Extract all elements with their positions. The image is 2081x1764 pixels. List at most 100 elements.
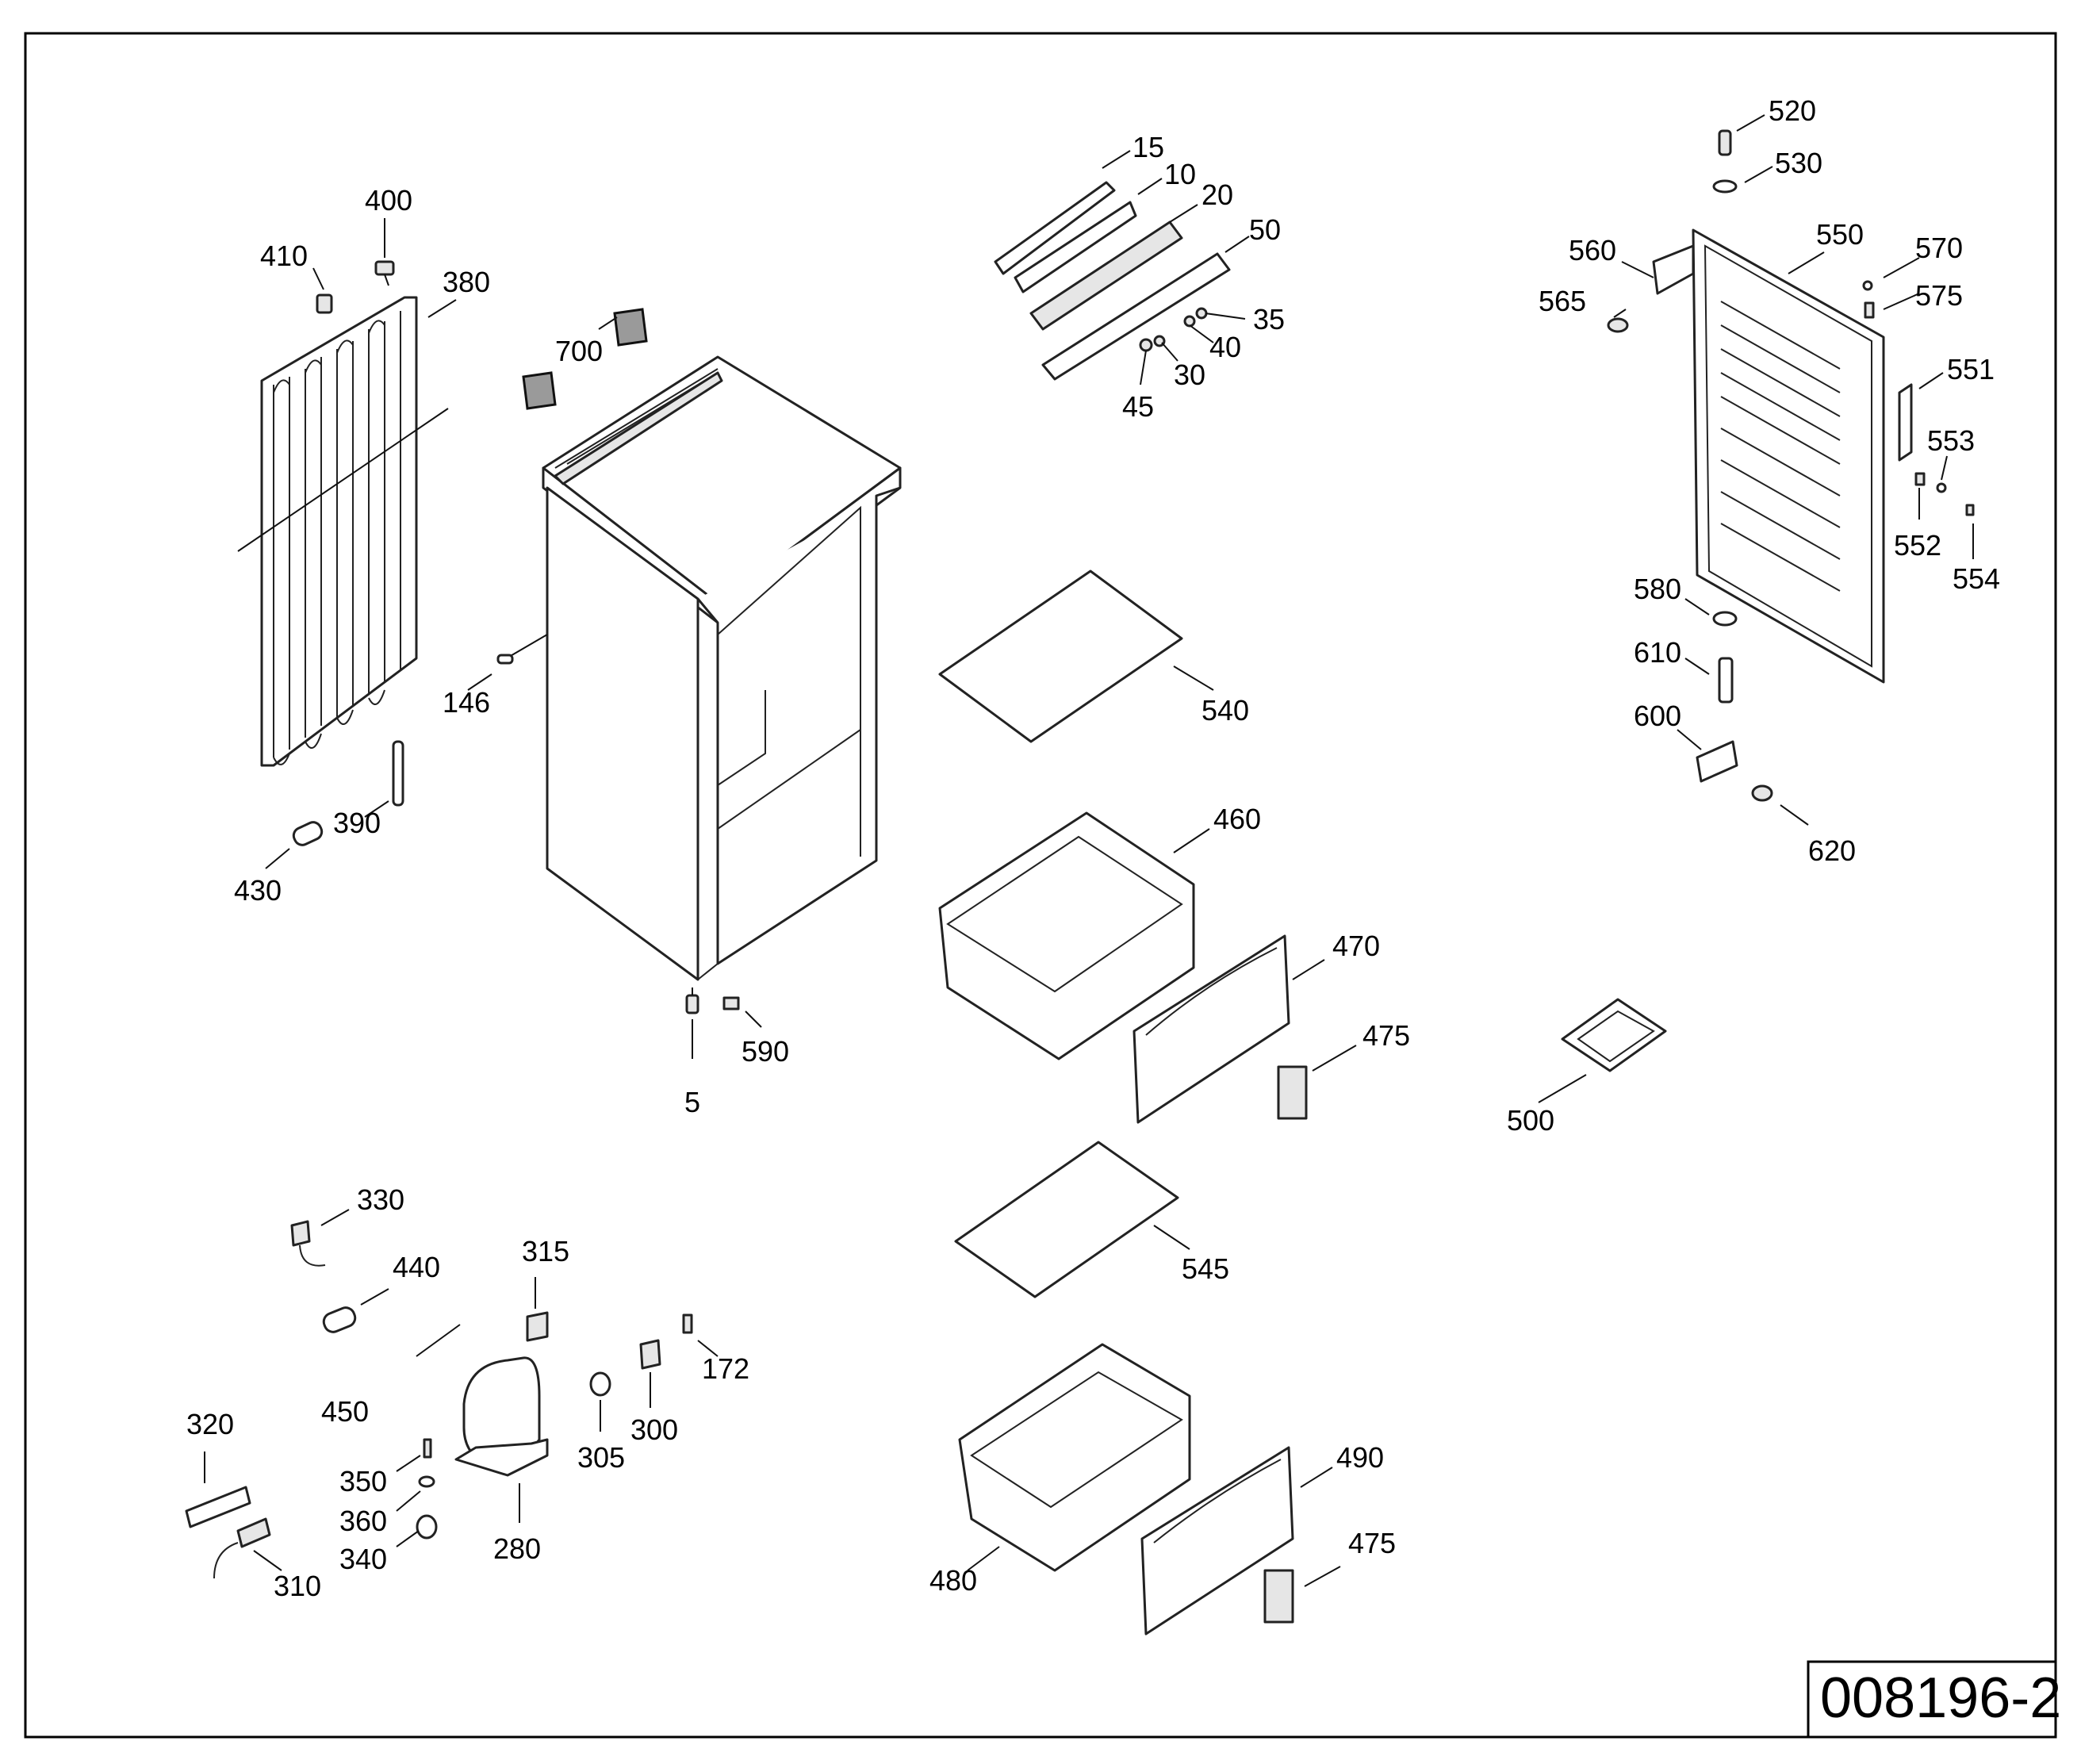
label-20: 20 <box>1201 178 1233 211</box>
label-40: 40 <box>1209 331 1241 363</box>
label-565: 565 <box>1539 285 1586 317</box>
power-cord-330 <box>290 1220 326 1267</box>
label-310: 310 <box>274 1570 321 1602</box>
condenser-coil <box>237 296 449 767</box>
sleeve-430 <box>292 821 324 846</box>
label-570: 570 <box>1915 232 1963 264</box>
cap-570 <box>1862 280 1873 291</box>
shim-590 <box>722 996 740 1010</box>
label-320: 320 <box>186 1408 234 1440</box>
leader-lines <box>204 114 1974 1587</box>
pin-610 <box>1718 657 1734 704</box>
screw-575 <box>1864 301 1875 319</box>
washer-530 <box>1712 179 1738 194</box>
label-540: 540 <box>1201 694 1249 727</box>
label-520: 520 <box>1769 94 1816 127</box>
clip-410 <box>316 293 333 314</box>
label-580: 580 <box>1634 573 1681 605</box>
glass-shelf-545 <box>954 1141 1179 1298</box>
hinge-600 <box>1696 740 1738 783</box>
part-labels: 15 10 20 50 35 40 30 45 400 410 380 700 … <box>186 94 2000 1602</box>
label-440: 440 <box>393 1251 440 1283</box>
screw-552 <box>1914 472 1926 486</box>
tube-450 <box>416 1324 461 1357</box>
label-172: 172 <box>702 1352 749 1385</box>
label-30: 30 <box>1174 359 1205 391</box>
cabinet <box>542 355 902 981</box>
overload-310 <box>213 1517 271 1579</box>
drawing-number: 008196-2 <box>1820 1666 2061 1730</box>
drawer-460 <box>938 811 1195 1060</box>
drain-plug-146 <box>496 634 548 665</box>
label-552: 552 <box>1894 529 1941 562</box>
label-350: 350 <box>339 1465 387 1497</box>
screw-565 <box>1607 317 1629 333</box>
drawer-front-470 <box>1132 934 1290 1124</box>
screw-620 <box>1751 784 1773 802</box>
washer-360 <box>418 1475 435 1488</box>
label-553: 553 <box>1927 424 1975 457</box>
bracket-320 <box>185 1486 251 1528</box>
screw-400 <box>374 260 395 286</box>
label-10: 10 <box>1164 158 1196 190</box>
grommet-305 <box>589 1371 611 1397</box>
label-620: 620 <box>1808 834 1856 867</box>
clip-554 <box>1965 504 1975 516</box>
clip-172 <box>682 1313 693 1334</box>
label-560: 560 <box>1569 234 1616 267</box>
label-410: 410 <box>260 240 308 272</box>
label-5: 5 <box>684 1086 700 1118</box>
label-146: 146 <box>443 686 490 719</box>
label-475-b: 475 <box>1348 1527 1396 1559</box>
handle-551 <box>1898 383 1913 462</box>
label-700: 700 <box>555 335 603 367</box>
label-400: 400 <box>365 184 412 217</box>
drawer-front-490 <box>1140 1446 1294 1636</box>
label-430: 430 <box>234 874 282 907</box>
drawer-480 <box>958 1343 1191 1572</box>
label-390: 390 <box>333 807 381 839</box>
hinge-560 <box>1652 244 1695 295</box>
bushing-580 <box>1712 611 1738 627</box>
label-545: 545 <box>1182 1252 1229 1285</box>
lamp-cover-700 <box>522 308 648 410</box>
label-500: 500 <box>1507 1104 1554 1137</box>
cap-553 <box>1936 482 1947 493</box>
label-600: 600 <box>1634 700 1681 732</box>
label-15: 15 <box>1132 131 1164 163</box>
drawing-number-box: 008196-2 <box>1807 1660 2061 1739</box>
label-45: 45 <box>1122 390 1154 423</box>
ice-tray-500 <box>1561 998 1667 1072</box>
label-610: 610 <box>1634 636 1681 669</box>
label-50: 50 <box>1249 213 1281 246</box>
label-475-lower <box>1263 1569 1294 1624</box>
label-300: 300 <box>630 1413 678 1446</box>
thermostat-assembly <box>994 181 1231 381</box>
glass-shelf-540 <box>938 569 1183 743</box>
label-460: 460 <box>1213 803 1261 835</box>
label-35: 35 <box>1253 303 1285 336</box>
label-360: 360 <box>339 1505 387 1537</box>
sleeve-440 <box>322 1306 357 1333</box>
label-575: 575 <box>1915 279 1963 312</box>
relay-300 <box>639 1339 661 1370</box>
label-305: 305 <box>577 1441 625 1474</box>
label-490: 490 <box>1336 1441 1384 1474</box>
label-550: 550 <box>1816 218 1864 251</box>
label-554: 554 <box>1953 562 2000 595</box>
drawing-frame <box>24 32 2057 1739</box>
label-380: 380 <box>443 266 490 298</box>
label-480: 480 <box>929 1564 977 1597</box>
label-340: 340 <box>339 1543 387 1575</box>
door-550 <box>1692 228 1885 684</box>
label-475-a: 475 <box>1362 1019 1410 1052</box>
label-315: 315 <box>522 1235 569 1267</box>
label-470: 470 <box>1332 930 1380 962</box>
label-590: 590 <box>742 1035 789 1068</box>
label-450: 450 <box>321 1395 369 1428</box>
foot-5 <box>685 987 699 1014</box>
compressor-280 <box>454 1356 549 1477</box>
pin-520 <box>1718 129 1732 156</box>
label-551: 551 <box>1947 353 1995 385</box>
grommet-340 <box>416 1514 438 1540</box>
